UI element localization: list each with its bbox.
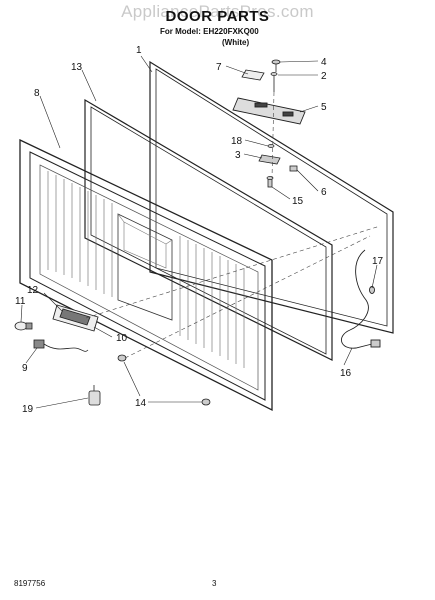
page-number: 3 <box>212 579 217 588</box>
callout-10: 10 <box>116 333 128 344</box>
callout-17: 17 <box>372 256 384 267</box>
alignment-lines <box>85 91 381 359</box>
callout-15: 15 <box>292 196 304 207</box>
callout-13: 13 <box>71 62 83 73</box>
callout-7: 7 <box>216 62 222 73</box>
light-assembly <box>52 304 99 332</box>
callout-19: 19 <box>22 404 34 415</box>
callout-8: 8 <box>34 88 40 99</box>
callout-4: 4 <box>321 57 327 68</box>
hinge-hardware <box>258 144 298 188</box>
watermark: AppliancePartsPros.com <box>121 2 314 21</box>
callout-5: 5 <box>321 102 327 113</box>
callout-14: 14 <box>135 398 147 409</box>
callout-11: 11 <box>15 296 26 307</box>
wire-harness <box>341 249 381 349</box>
callout-16: 16 <box>340 368 352 379</box>
light-bulb <box>14 321 33 331</box>
hinge-cap <box>241 69 265 81</box>
door-switch <box>88 385 101 406</box>
hinge-bracket <box>232 97 306 125</box>
callout-2: 2 <box>321 71 327 82</box>
callout-9: 9 <box>22 363 28 374</box>
leader-lines <box>20 55 378 409</box>
diagram-title: DOOR PARTS <box>165 8 270 25</box>
door-gasket <box>84 98 333 361</box>
callout-1: 1 <box>136 45 142 56</box>
model-color: (White) <box>222 38 250 47</box>
light-socket <box>33 339 89 352</box>
callout-3: 3 <box>235 150 241 161</box>
document-code: 8197756 <box>14 579 46 588</box>
door-inner-liner <box>19 138 273 412</box>
callout-6: 6 <box>321 187 327 198</box>
callout-12: 12 <box>27 285 39 296</box>
hinge-screws <box>270 59 281 92</box>
callout-18: 18 <box>231 136 243 147</box>
model-number: For Model: EH220FXKQ00 <box>160 27 259 36</box>
plug-buttons <box>117 354 211 406</box>
